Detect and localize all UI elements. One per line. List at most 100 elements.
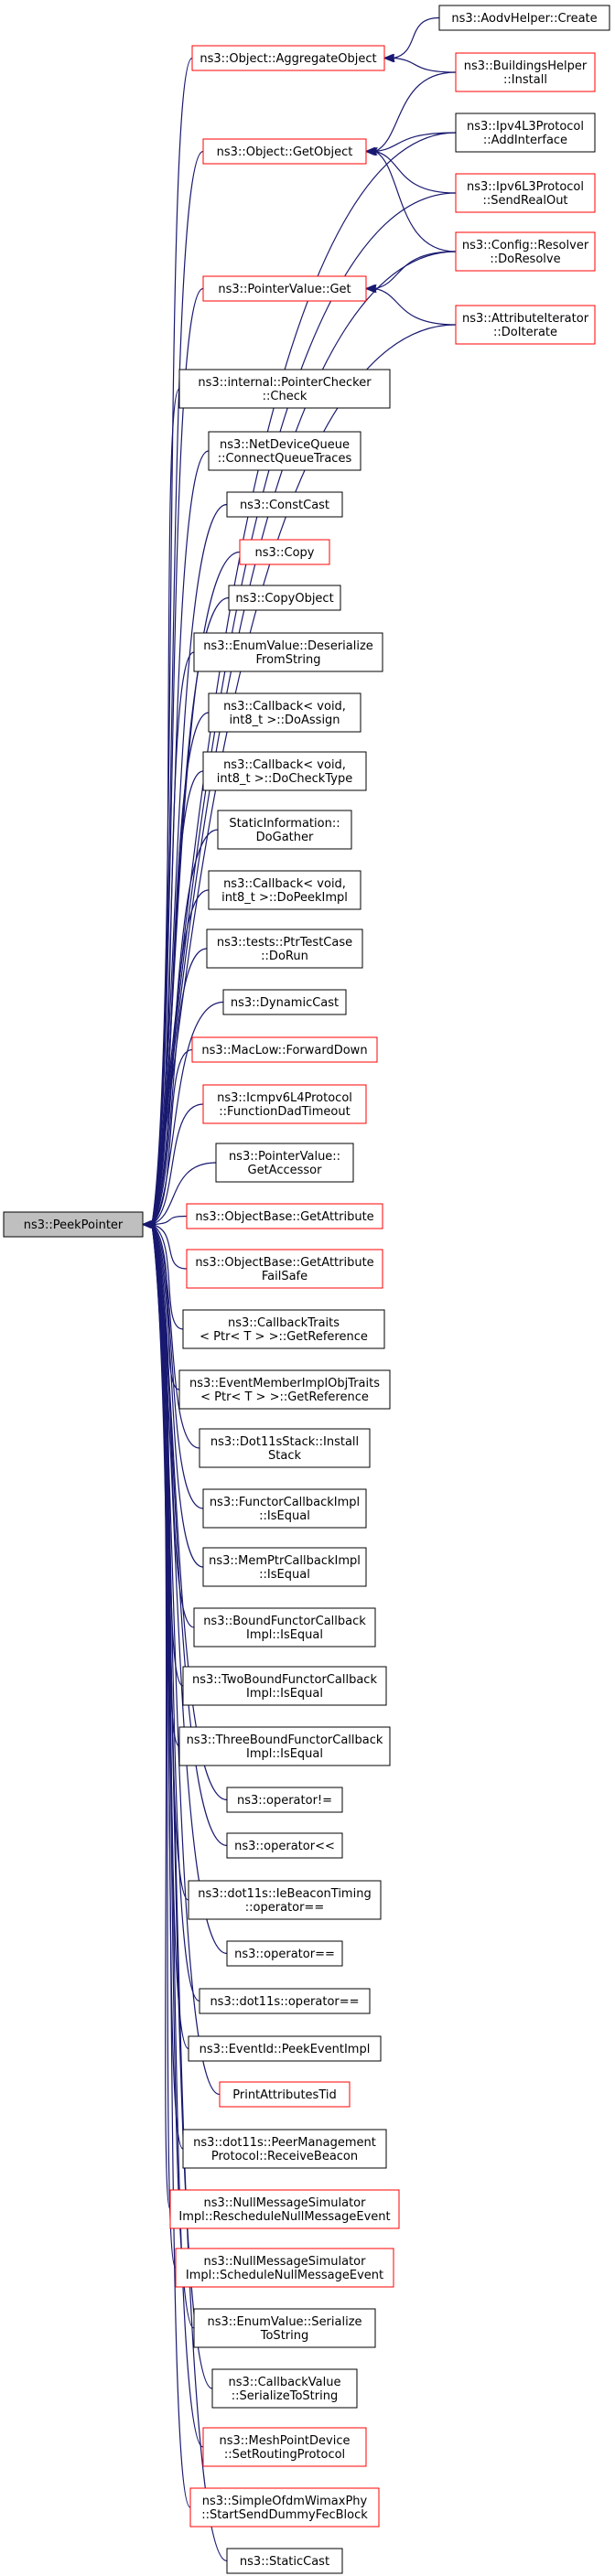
- node-icmpv6[interactable]: ns3::Icmpv6L4Protocol::FunctionDadTimeou…: [202, 1084, 367, 1124]
- node-ptrtest[interactable]: ns3::tests::PtrTestCase::DoRun: [206, 928, 363, 969]
- node-copyobject[interactable]: ns3::CopyObject: [228, 585, 341, 611]
- node-label: ns3::AodvHelper::Create: [451, 12, 597, 26]
- arrowhead-buildings-to-aggregate: [383, 53, 394, 63]
- node-eventid[interactable]: ns3::EventId::PeekEventImpl: [188, 2035, 382, 2062]
- node-nullresched[interactable]: ns3::NullMessageSimulatorImpl::Reschedul…: [169, 2189, 400, 2229]
- node-box: [208, 692, 361, 733]
- node-label: Impl::IsEqual: [246, 1747, 323, 1761]
- node-label: ns3::dot11s::operator==: [210, 1995, 359, 2009]
- node-constcast[interactable]: ns3::ConstCast: [226, 491, 343, 518]
- node-getobject[interactable]: ns3::Object::GetObject: [202, 138, 367, 165]
- edge-attriter-to-pvget: [374, 287, 457, 326]
- node-netdevq[interactable]: ns3::NetDeviceQueue::ConnectQueueTraces: [208, 431, 361, 471]
- node-label: ns3::EnumValue::Serialize: [207, 2315, 361, 2329]
- node-box: [182, 1666, 387, 1706]
- node-label: ns3::AttributeIterator: [462, 312, 589, 326]
- node-meshpoint[interactable]: ns3::MeshPointDevice::SetRoutingProtocol: [202, 2427, 367, 2467]
- node-maclow[interactable]: ns3::MacLow::ForwardDown: [191, 1036, 378, 1063]
- node-label: FromString: [255, 653, 320, 667]
- node-aodv[interactable]: ns3::AodvHelper::Create: [438, 5, 610, 31]
- node-label: ns3::ObjectBase::GetAttribute: [195, 1210, 373, 1224]
- node-cbcheck[interactable]: ns3::Callback< void,int8_t >::DoCheckTyp…: [202, 751, 367, 791]
- node-pvget[interactable]: ns3::PointerValue::Get: [202, 275, 367, 302]
- node-twobound[interactable]: ns3::TwoBoundFunctorCallbackImpl::IsEqua…: [182, 1666, 387, 1706]
- node-label: ::SetRoutingProtocol: [224, 2448, 345, 2462]
- node-ipv6[interactable]: ns3::Ipv6L3Protocol::SendRealOut: [455, 173, 596, 213]
- edge-cbtraits-to-root: [151, 1223, 184, 1330]
- node-dyncast[interactable]: ns3::DynamicCast: [222, 989, 347, 1015]
- node-pointerchecker[interactable]: ns3::internal::PointerChecker::Check: [178, 369, 391, 409]
- node-label: ns3::dot11s::IeBeaconTiming: [198, 1887, 371, 1901]
- node-functorcb[interactable]: ns3::FunctorCallbackImpl::IsEqual: [202, 1488, 367, 1529]
- node-cbpeek[interactable]: ns3::Callback< void,int8_t >::DoPeekImpl: [208, 870, 361, 910]
- node-label: ns3::Object::AggregateObject: [200, 52, 376, 66]
- node-staticcast[interactable]: ns3::StaticCast: [226, 2548, 343, 2574]
- edge-dyncast-to-root: [151, 1001, 224, 1225]
- node-label: ns3::DynamicCast: [231, 996, 339, 1010]
- edge-buildings-to-aggregate: [393, 57, 457, 73]
- node-label: ns3::Ipv6L3Protocol: [467, 180, 584, 194]
- node-opshl[interactable]: ns3::operator<<: [226, 1832, 343, 1859]
- edge-resolver-to-getobject: [374, 150, 457, 252]
- node-resolver[interactable]: ns3::Config::Resolver::DoResolve: [455, 231, 596, 272]
- edge-pvaccessor-to-root: [151, 1162, 217, 1226]
- node-obgetattr[interactable]: ns3::ObjectBase::GetAttribute: [186, 1203, 383, 1229]
- node-eventmember[interactable]: ns3::EventMemberImplObjTraits< Ptr< T > …: [178, 1369, 391, 1410]
- edge-cbcheck-to-root: [151, 770, 204, 1225]
- edge-maclow-to-root: [151, 1048, 193, 1225]
- node-label: ns3::Icmpv6L4Protocol: [217, 1091, 352, 1105]
- edge-aodv-to-aggregate: [393, 16, 440, 59]
- node-box: [202, 2427, 367, 2467]
- node-iebeacon[interactable]: ns3::dot11s::IeBeaconTiming::operator==: [188, 1880, 382, 1920]
- node-box: [222, 989, 347, 1015]
- node-enumser[interactable]: ns3::EnumValue::SerializeToString: [193, 2308, 376, 2348]
- node-buildings[interactable]: ns3::BuildingsHelper::Install: [455, 52, 596, 92]
- node-cbvalue[interactable]: ns3::CallbackValue::SerializeToString: [211, 2368, 358, 2409]
- node-label: ns3::operator!=: [237, 1794, 332, 1808]
- node-opeq[interactable]: ns3::operator==: [226, 1940, 343, 1967]
- node-ipv4[interactable]: ns3::Ipv4L3Protocol::AddInterface: [455, 113, 596, 153]
- node-box: [455, 173, 596, 213]
- node-box: [202, 751, 367, 791]
- node-aggregate[interactable]: ns3::Object::AggregateObject: [191, 45, 385, 71]
- node-staticinfo[interactable]: StaticInformation::DoGather: [217, 810, 352, 850]
- node-label: ns3::EventMemberImplObjTraits: [189, 1377, 380, 1390]
- node-label: ns3::TwoBoundFunctorCallback: [192, 1673, 377, 1687]
- node-label: ns3::EventId::PeekEventImpl: [200, 2043, 371, 2056]
- node-box: [226, 491, 343, 518]
- node-label: ns3::dot11s::PeerManagement: [193, 2136, 376, 2150]
- node-cbassign[interactable]: ns3::Callback< void,int8_t >::DoAssign: [208, 692, 361, 733]
- node-box: [219, 2081, 351, 2108]
- node-nullsched[interactable]: ns3::NullMessageSimulatorImpl::ScheduleN…: [175, 2248, 394, 2288]
- node-cbtraits[interactable]: ns3::CallbackTraits< Ptr< T > >::GetRefe…: [182, 1309, 385, 1349]
- edge-ipv4-to-getobject: [374, 132, 457, 153]
- node-copy[interactable]: ns3::Copy: [239, 539, 330, 565]
- node-simpleofdm[interactable]: ns3::SimpleOfdmWimaxPhy::StartSendDummyF…: [189, 2487, 380, 2528]
- node-threebound[interactable]: ns3::ThreeBoundFunctorCallbackImpl::IsEq…: [178, 1726, 391, 1766]
- node-label: ns3::SimpleOfdmWimaxPhy: [202, 2495, 368, 2508]
- node-label: FailSafe: [262, 1270, 308, 1283]
- node-attriter[interactable]: ns3::AttributeIterator::DoIterate: [455, 305, 596, 345]
- node-pvaccessor[interactable]: ns3::PointerValue::GetAccessor: [215, 1143, 354, 1183]
- node-opneq[interactable]: ns3::operator!=: [226, 1787, 343, 1813]
- node-peermgmt[interactable]: ns3::dot11s::PeerManagementProtocol::Rec…: [182, 2129, 387, 2169]
- node-label: ns3::Object::GetObject: [217, 145, 353, 159]
- node-box: [208, 870, 361, 910]
- node-printattr[interactable]: PrintAttributesTid: [219, 2081, 351, 2108]
- node-label: int8_t >::DoCheckType: [217, 772, 352, 786]
- node-memptrcb[interactable]: ns3::MemPtrCallbackImpl::IsEqual: [202, 1547, 367, 1587]
- node-box: [226, 1832, 343, 1859]
- node-box: [202, 1488, 367, 1529]
- edge-icmpv6-to-root: [151, 1103, 204, 1226]
- node-box: [193, 1607, 376, 1648]
- edge-ptrtest-to-root: [151, 948, 208, 1225]
- node-label: ns3::FunctorCallbackImpl: [210, 1496, 360, 1509]
- node-box: [438, 5, 610, 31]
- node-box: [178, 1369, 391, 1410]
- node-dot11seq[interactable]: ns3::dot11s::operator==: [199, 1988, 371, 2014]
